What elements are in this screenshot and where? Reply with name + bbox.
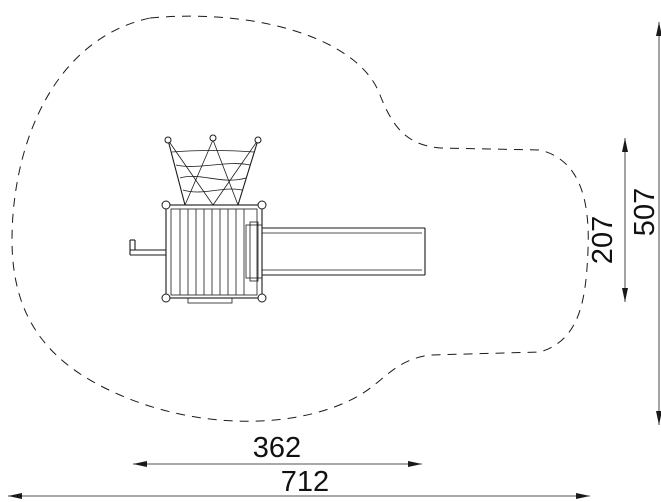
side-handle [129, 239, 166, 256]
dimension-height-total: 507 [629, 22, 661, 425]
dimension-label-712: 712 [281, 466, 329, 498]
dimension-width-inner: 362 [133, 432, 422, 467]
climbing-net [164, 134, 262, 206]
platform-deck [161, 200, 267, 304]
slide [245, 221, 426, 282]
dimension-label-207: 207 [587, 216, 619, 264]
dimension-label-507: 507 [629, 188, 661, 236]
dimension-width-total: 712 [8, 466, 590, 499]
dimension-label-362: 362 [253, 432, 301, 464]
dimension-height-inner: 207 [587, 138, 628, 302]
safety-zone-outline [11, 15, 589, 422]
